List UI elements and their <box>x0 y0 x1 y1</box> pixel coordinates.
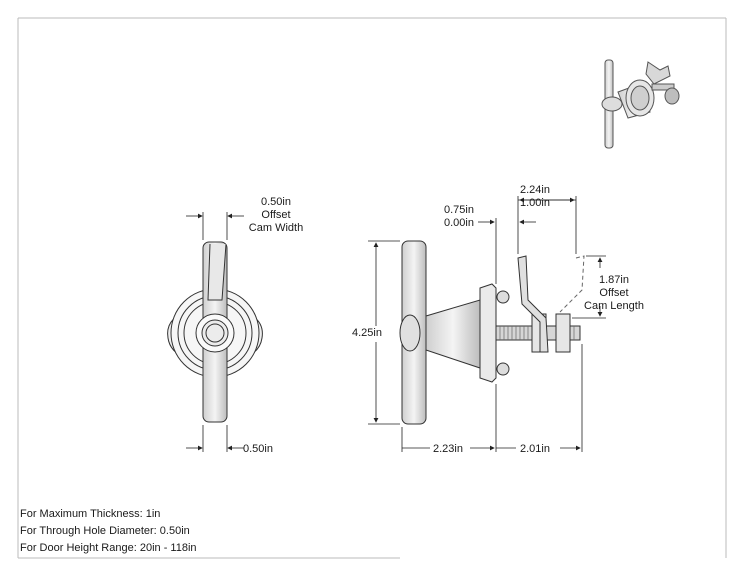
note-max-thickness: For Maximum Thickness: 1in <box>20 508 161 520</box>
bottom-left-dimension: 2.23in <box>433 443 463 455</box>
side-view <box>399 240 581 425</box>
offset-small-dimension-1: 0.75in <box>444 204 474 216</box>
front-cam-width-label: Cam Width <box>248 222 304 234</box>
note-door-height: For Door Height Range: 20in - 118in <box>20 542 197 554</box>
drawing-border <box>17 17 727 559</box>
bottom-right-dimension: 2.01in <box>520 443 550 455</box>
offset-small-dimension-2: 0.00in <box>444 217 474 229</box>
front-bottom-dimension: 0.50in <box>243 443 273 455</box>
spec-notes: For Maximum Thickness: 1in For Through H… <box>20 506 197 557</box>
cam-length-label: Cam Length <box>584 300 644 312</box>
side-dimension-lines <box>368 196 606 452</box>
offset-cam-dashed <box>559 255 585 313</box>
height-dimension: 4.25in <box>352 327 382 339</box>
offset-large-dimension-2: 1.00in <box>520 197 550 209</box>
front-dimension-lines <box>186 212 244 452</box>
isometric-thumbnail <box>601 59 680 149</box>
front-cam-width-offset-label: Offset <box>261 209 291 221</box>
note-hole-diameter: For Through Hole Diameter: 0.50in <box>20 525 190 537</box>
front-view <box>167 241 263 423</box>
cam-length-offset-label: Offset <box>599 287 629 299</box>
front-cam-width-value: 0.50in <box>261 196 291 208</box>
cam-length-value: 1.87in <box>599 274 629 286</box>
offset-large-dimension-1: 2.24in <box>520 184 550 196</box>
